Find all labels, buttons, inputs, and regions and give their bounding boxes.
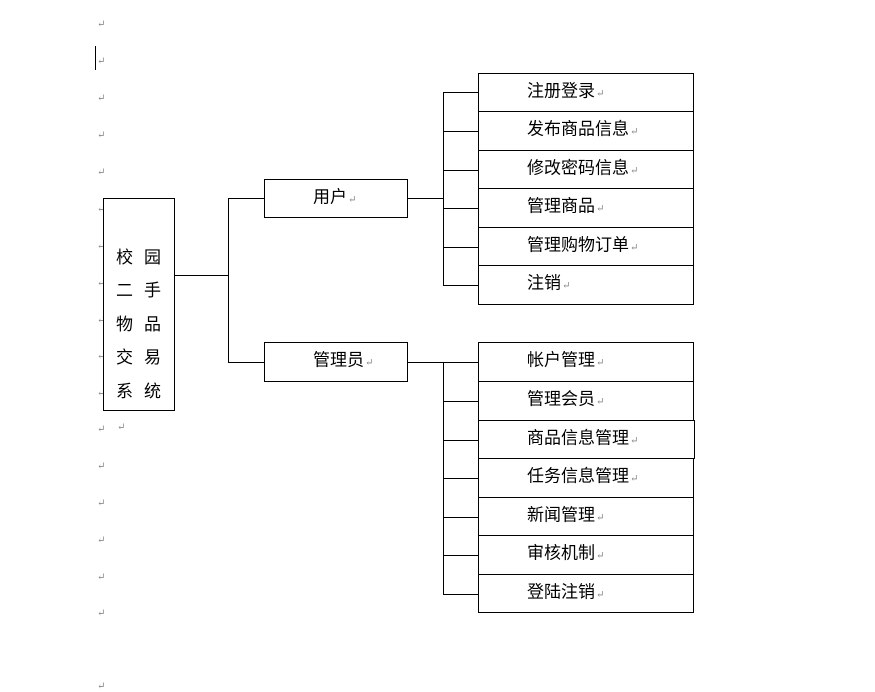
leaf-manage-members[interactable]: 管理会员↵ [478,381,694,421]
leaf-connector [443,401,478,402]
paragraph-mark: ↵ [97,388,106,399]
paragraph-mark: ↵ [97,204,106,215]
branch-admin-node[interactable]: 管理员↵ [264,342,408,382]
return-mark: ↵ [117,422,137,433]
paragraph-mark: ↵ [97,241,106,252]
leaf-connector [443,247,478,248]
leaf-connector [443,92,478,93]
leaf-register-login[interactable]: 注册登录↵ [478,73,694,112]
paragraph-mark: ↵ [97,278,106,289]
paragraph-mark: ↵ [97,56,106,67]
paragraph-mark: ↵ [97,19,106,30]
paragraph-mark: ↵ [97,498,106,509]
leaf-connector [443,208,478,209]
leaf-login-logout[interactable]: 登陆注销↵ [478,574,694,613]
leaf-task-info-management[interactable]: 任务信息管理↵ [478,458,694,498]
branch-admin-label: 管理员↵ [313,350,374,371]
leaf-connector [443,131,478,132]
branch-user-node[interactable]: 用户↵ [264,179,408,218]
leaf-publish-item[interactable]: 发布商品信息↵ [478,111,694,151]
leaf-manage-items[interactable]: 管理商品↵ [478,188,694,228]
leaf-connector [443,478,478,479]
leaf-item-info-management[interactable]: 商品信息管理↵ [478,420,695,459]
branch-user-label: 用户↵ [313,187,357,207]
leaf-connector [443,170,478,171]
branch-admin-connector [228,362,264,363]
leaf-connector [443,594,478,595]
paragraph-mark: ↵ [97,424,106,435]
paragraph-mark: ↵ [97,461,106,472]
leaf-connector [443,555,478,556]
branch-user-connector [228,198,264,199]
paragraph-mark: ↵ [97,535,106,546]
leaf-logout[interactable]: 注销↵ [478,265,694,305]
paragraph-mark: ↵ [97,681,106,692]
root-node-label: 校园二手物品交易系统↵ [116,247,172,434]
leaf-connector [443,362,478,363]
user-to-trunk [408,198,444,199]
root-node[interactable]: 校园二手物品交易系统↵ [103,198,175,433]
paragraph-mark: ↵ [97,315,106,326]
paragraph-mark: ↵ [97,351,106,362]
leaf-manage-orders[interactable]: 管理购物订单↵ [478,227,694,266]
leaf-change-password[interactable]: 修改密码信息↵ [478,150,694,189]
paragraph-mark: ↵ [97,572,106,583]
paragraph-mark: ↵ [97,608,106,619]
user-trunk [443,92,444,286]
paragraph-mark: ↵ [97,93,106,104]
root-trunk [228,198,229,363]
leaf-review-mechanism[interactable]: 审核机制↵ [478,535,694,575]
leaf-connector [443,517,478,518]
root-connector [175,275,229,276]
paragraph-mark: ↵ [97,130,106,141]
leaf-connector [443,440,478,441]
text-cursor [95,46,96,70]
leaf-account-management[interactable]: 帐户管理↵ [478,342,694,382]
paragraph-mark: ↵ [97,167,106,178]
admin-to-trunk [408,362,444,363]
leaf-connector [443,285,478,286]
leaf-news-management[interactable]: 新闻管理↵ [478,497,694,536]
